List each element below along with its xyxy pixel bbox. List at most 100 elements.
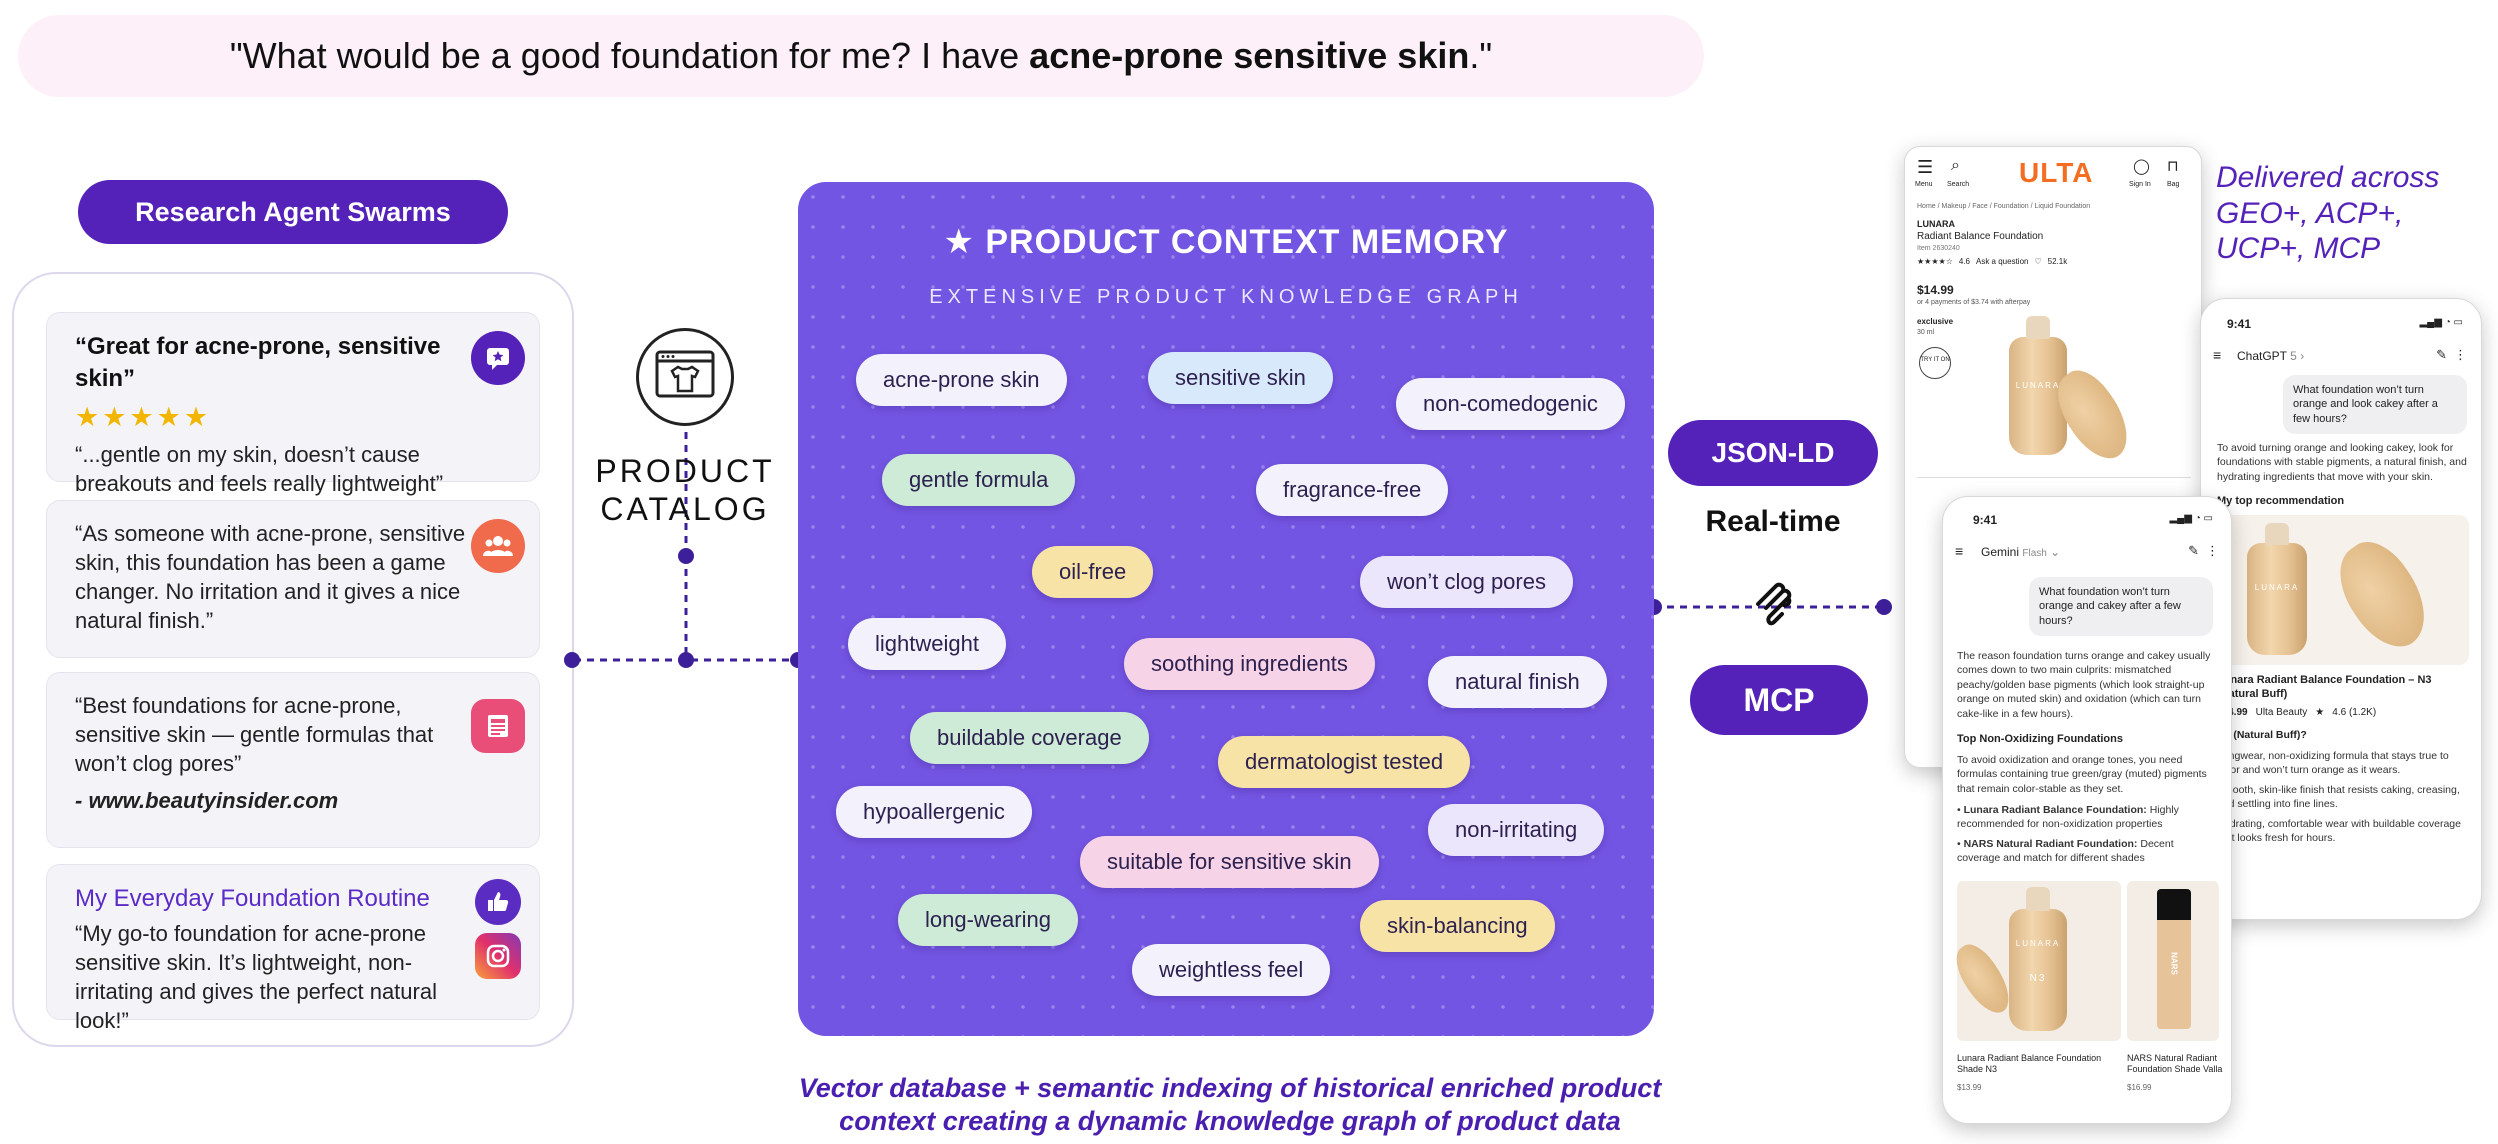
try-it-on-button[interactable]: TRY IT ON bbox=[1919, 347, 1951, 379]
chevron-down-icon[interactable]: ⌄ bbox=[2050, 545, 2061, 559]
knowledge-tag: natural finish bbox=[1428, 656, 1607, 708]
delivered-line-3: UCP+, MCP bbox=[2216, 232, 2381, 266]
status-time: 9:41 bbox=[1973, 513, 1998, 527]
bullet-1-title: Lunara Radiant Balance Foundation: bbox=[1963, 804, 2147, 816]
thumbs-up-icon bbox=[475, 879, 521, 925]
assistant-reply: To avoid turning orange and looking cake… bbox=[2217, 442, 2467, 483]
query-prefix: "What would be a good foundation for me?… bbox=[229, 35, 1020, 76]
review-title: “Great for acne-prone, sensitive skin” bbox=[75, 333, 441, 392]
delivered-line-2: GEO+, ACP+, bbox=[2216, 196, 2404, 230]
nav-menu-label: Menu bbox=[1915, 181, 1933, 188]
gemini-screenshot: 9:41 ▂▄▆ ◔ ▭ ≡ Gemini Flash ⌄ ✎ ⋮ What f… bbox=[1942, 496, 2232, 1124]
nars-bottle-image: NARS bbox=[2157, 889, 2191, 1029]
menu-icon[interactable]: ☰ bbox=[1917, 157, 1934, 177]
product-price: $14.99 bbox=[2217, 707, 2248, 718]
benefit-3: Hydrating, comfortable wear with buildab… bbox=[2217, 818, 2461, 845]
recommendation-image[interactable]: LUNARA bbox=[2217, 515, 2469, 665]
status-icons: ▂▄▆ ◔ ▭ bbox=[2169, 513, 2213, 524]
new-chat-icon[interactable]: ✎ bbox=[2436, 347, 2447, 362]
likes-count: 52.1k bbox=[2047, 257, 2068, 266]
gemini-title: Gemini Flash ⌄ bbox=[1981, 545, 2060, 559]
foundation-swatch-image bbox=[2323, 529, 2443, 661]
product-2-name[interactable]: NARS Natural Radiant Foundation Shade Va… bbox=[2127, 1053, 2223, 1075]
rating-value: 4.6 bbox=[1958, 257, 1970, 266]
knowledge-tag: dermatologist tested bbox=[1218, 736, 1471, 788]
menu-icon[interactable]: ≡ bbox=[1955, 543, 1964, 559]
user-message: What foundation won’t turn orange and ca… bbox=[2029, 577, 2213, 636]
chatgpt-title: ChatGPT 5 › bbox=[2237, 349, 2304, 363]
catalog-line-2: CATALOG bbox=[600, 491, 770, 528]
query-suffix: ." bbox=[1469, 35, 1493, 76]
review-text: “My go-to foundation for acne-prone sens… bbox=[75, 920, 437, 1033]
foundation-bottle-image: LUNARA N3 bbox=[2009, 887, 2067, 1031]
product-2-price: $16.99 bbox=[2127, 1083, 2152, 1092]
status-icons: ▂▄▆ ◔ ▭ bbox=[2419, 317, 2463, 328]
recommendation-heading: My top recommendation bbox=[2217, 495, 2345, 507]
chatgpt-screenshot: 9:41 ▂▄▆ ◔ ▭ ≡ ChatGPT 5 › ✎ ⋮ What foun… bbox=[2200, 298, 2482, 920]
product-card-image[interactable]: NARS bbox=[2127, 881, 2219, 1041]
mcp-logo-icon bbox=[1756, 582, 1792, 626]
menu-icon[interactable]: ≡ bbox=[2213, 347, 2222, 363]
knowledge-tag: long-wearing bbox=[898, 894, 1078, 946]
memory-subtitle: EXTENSIVE PRODUCT KNOWLEDGE GRAPH bbox=[929, 286, 1523, 308]
knowledge-tag: weightless feel bbox=[1132, 944, 1331, 996]
memory-title-text: PRODUCT CONTEXT MEMORY bbox=[985, 223, 1509, 261]
query-emphasis: acne-prone sensitive skin bbox=[1029, 35, 1470, 76]
bullet-1-text: Highly recommended for non-oxidization p… bbox=[1957, 804, 2179, 831]
star-rating: ★★★★★ bbox=[75, 402, 212, 433]
star-rating-icon: ★★★★☆ bbox=[1917, 257, 1953, 266]
product-1-name[interactable]: Lunara Radiant Balance Foundation Shade … bbox=[1957, 1053, 2102, 1075]
gemini-app-name: Gemini bbox=[1981, 545, 2020, 559]
more-icon[interactable]: ⋮ bbox=[2454, 347, 2467, 362]
divider bbox=[1917, 477, 2191, 478]
user-message: What foundation won’t turn orange and lo… bbox=[2283, 375, 2467, 434]
new-chat-icon[interactable]: ✎ bbox=[2188, 543, 2199, 558]
bottle-brand: NARS bbox=[2169, 952, 2179, 975]
product-price: $14.99 bbox=[1917, 283, 1954, 297]
bullet-2: • NARS Natural Radiant Foundation: Decen… bbox=[1957, 838, 2174, 865]
chatgpt-app-name: ChatGPT bbox=[2237, 349, 2287, 363]
knowledge-tag: soothing ingredients bbox=[1124, 638, 1375, 690]
memory-title: ★ PRODUCT CONTEXT MEMORY bbox=[798, 222, 1654, 262]
knowledge-tag: non-comedogenic bbox=[1396, 378, 1625, 430]
community-icon bbox=[471, 519, 525, 573]
knowledge-tag: fragrance-free bbox=[1256, 464, 1449, 516]
item-number: Item 2630240 bbox=[1917, 245, 1960, 252]
review-text: “As someone with acne-prone, sensitive s… bbox=[75, 521, 466, 634]
review-source: - www.beautyinsider.com bbox=[75, 788, 339, 814]
chevron-right-icon[interactable]: › bbox=[2300, 349, 2305, 363]
review-star-icon bbox=[471, 331, 525, 385]
more-icon[interactable]: ⋮ bbox=[2206, 543, 2219, 558]
research-agent-swarms-pill: Research Agent Swarms bbox=[78, 180, 508, 244]
bag-icon[interactable]: ⊓ bbox=[2167, 158, 2179, 175]
search-icon[interactable]: ⌕ bbox=[1951, 157, 1960, 174]
knowledge-tag: won’t clog pores bbox=[1360, 556, 1573, 608]
exclusive-label: exclusive bbox=[1917, 317, 1954, 326]
bottle-brand: LUNARA bbox=[2254, 583, 2300, 592]
rating-row: ★★★★☆ 4.6 Ask a question ♡ 52.1k bbox=[1917, 257, 2067, 266]
review-card: My Everyday Foundation Routine “My go-to… bbox=[46, 864, 540, 1033]
instagram-icon bbox=[475, 933, 521, 979]
bottle-brand: LUNARA bbox=[2015, 381, 2061, 390]
knowledge-tag: skin-balancing bbox=[1360, 900, 1555, 952]
product-card-image[interactable]: LUNARA N3 bbox=[1946, 881, 2121, 1041]
ask-question-link[interactable]: Ask a question bbox=[1975, 257, 2029, 266]
memory-caption: Vector database + semantic indexing of h… bbox=[700, 1072, 1760, 1138]
heart-icon[interactable]: ♡ bbox=[2034, 257, 2042, 266]
review-text: “...gentle on my skin, doesn’t cause bre… bbox=[75, 441, 444, 496]
bullet-1: • Lunara Radiant Balance Foundation: Hig… bbox=[1957, 804, 2179, 831]
bullet-2-text: Decent coverage and match for different … bbox=[1957, 838, 2174, 865]
user-query-banner: "What would be a good foundation for me?… bbox=[18, 15, 1704, 97]
caption-line-2: context creating a dynamic knowledge gra… bbox=[839, 1105, 1621, 1136]
account-icon[interactable]: ◯ bbox=[2133, 158, 2150, 175]
recommended-product-name[interactable]: Lunara Radiant Balance Foundation – N3 (… bbox=[2217, 674, 2432, 701]
benefit-2: Smooth, skin-like finish that resists ca… bbox=[2217, 784, 2460, 811]
star-icon: ★ bbox=[943, 223, 986, 261]
nav-signin-label: Sign In bbox=[2129, 181, 2151, 188]
ulta-logo: ULTA bbox=[2019, 157, 2094, 188]
star-icon: ★ bbox=[2315, 707, 2325, 718]
ulta-header: ☰ Menu ⌕ Search ULTA ◯ Sign In ⊓ Bag bbox=[1915, 157, 2195, 193]
breadcrumb: Home / Makeup / Face / Foundation / Liqu… bbox=[1917, 203, 2091, 210]
realtime-label: Real-time bbox=[1705, 505, 1841, 538]
knowledge-tag: acne-prone skin bbox=[856, 354, 1067, 406]
